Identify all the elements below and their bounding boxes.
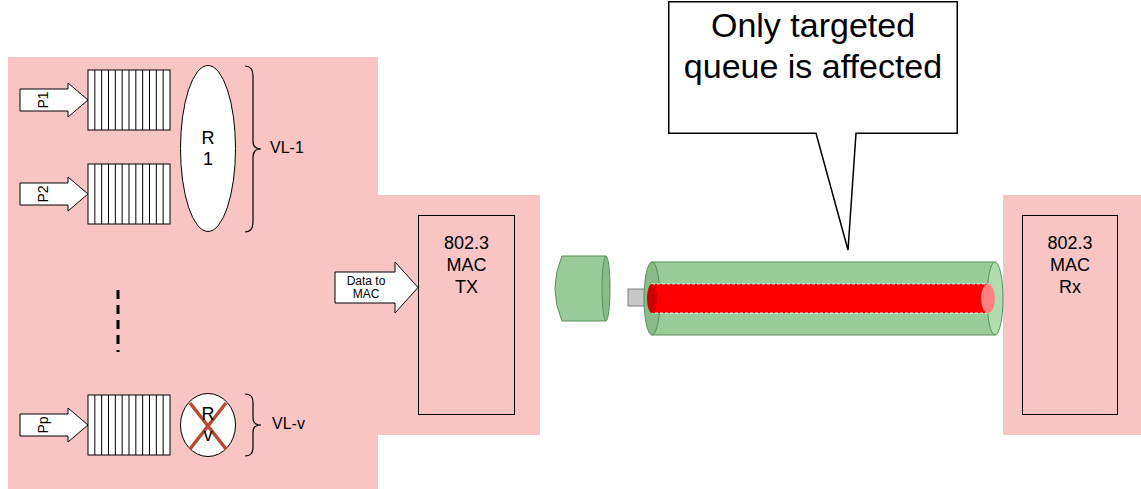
callout-outline	[669, 2, 958, 250]
affected-queue	[981, 284, 995, 313]
queue-slot	[156, 70, 157, 130]
queue-slot	[142, 395, 143, 455]
queue-slot	[163, 164, 164, 224]
node-text: 802.3 MAC TX	[436, 232, 498, 298]
dashed-continuation	[117, 290, 120, 352]
node-text: R v	[180, 393, 236, 457]
queue-slot	[129, 395, 130, 455]
input-arrow-shape	[20, 408, 88, 442]
queue-slot	[122, 395, 123, 455]
queue-slot	[149, 70, 150, 130]
queue-slot	[115, 395, 116, 455]
link-cylinder	[652, 262, 995, 335]
input-arrow	[20, 408, 88, 442]
queue-slot	[156, 395, 157, 455]
queue-slot	[149, 164, 150, 224]
queue-slot	[108, 164, 109, 224]
queue-slot	[135, 395, 136, 455]
input-arrow: Pp	[20, 408, 88, 442]
host-panel	[8, 57, 378, 489]
node-text: P1	[26, 83, 60, 117]
input-arrow	[20, 177, 88, 211]
queue-slot	[142, 164, 143, 224]
cable-connector	[602, 256, 610, 321]
queue-slot	[142, 70, 143, 130]
queues	[88, 70, 170, 455]
queue-slot	[108, 395, 109, 455]
queue-slot	[101, 395, 102, 455]
queue	[88, 164, 170, 224]
callout-box: Only targeted queue is affected	[668, 1, 958, 134]
queue-slot	[101, 70, 102, 130]
queue-slot	[156, 164, 157, 224]
queue-slot	[163, 395, 164, 455]
scheduler-ellipse	[181, 66, 236, 232]
node-text: Pp	[26, 408, 60, 442]
queue-slot	[115, 164, 116, 224]
scheduler-ellipse: R 1	[180, 65, 236, 232]
node-text: Only targeted queue is affected	[668, 1, 958, 87]
affected-queue	[647, 284, 657, 313]
scheduler-ellipse	[181, 394, 236, 457]
virtual-lane-label: VL-1	[270, 139, 304, 157]
input-arrow-shape	[20, 177, 88, 211]
cable-connector	[555, 256, 606, 321]
queue-slot	[115, 70, 116, 130]
input-arrow	[20, 83, 88, 117]
tx-panel	[378, 195, 540, 435]
mac-box: 802.3 MAC TX	[418, 215, 515, 415]
queue-slot	[94, 70, 95, 130]
queue-slot	[163, 70, 164, 130]
queue-slot	[122, 70, 123, 130]
queue	[88, 70, 170, 130]
queue-slot	[135, 70, 136, 130]
brace	[245, 394, 261, 456]
queue-slot	[129, 164, 130, 224]
queue-slot	[101, 164, 102, 224]
data-arrow: Data to MAC	[335, 262, 418, 313]
affected-queue-outline	[652, 284, 988, 313]
input-arrow: P1	[20, 83, 88, 117]
brace	[245, 66, 261, 232]
blocked-scheduler: R v	[180, 393, 236, 457]
node-text: P2	[26, 177, 60, 211]
queue-slot	[122, 164, 123, 224]
input-arrow-shape	[20, 83, 88, 117]
node-text: R 1	[180, 65, 236, 232]
data-arrow	[335, 262, 418, 313]
queue-slot	[94, 164, 95, 224]
node-text: 802.3 MAC Rx	[1039, 232, 1101, 298]
queue-slot	[135, 164, 136, 224]
queue-slot	[149, 395, 150, 455]
virtual-lane-label: VL-v	[272, 415, 305, 433]
affected-queue	[652, 284, 988, 313]
mac-box: 802.3 MAC Rx	[1022, 215, 1118, 415]
queue-slot	[108, 70, 109, 130]
plug-pin	[628, 289, 645, 306]
queue-slot	[94, 395, 95, 455]
rx-panel	[1003, 195, 1141, 435]
queue-slot	[129, 70, 130, 130]
node-text: Data to MAC	[337, 272, 395, 303]
queue	[88, 395, 170, 455]
input-arrow: P2	[20, 177, 88, 211]
